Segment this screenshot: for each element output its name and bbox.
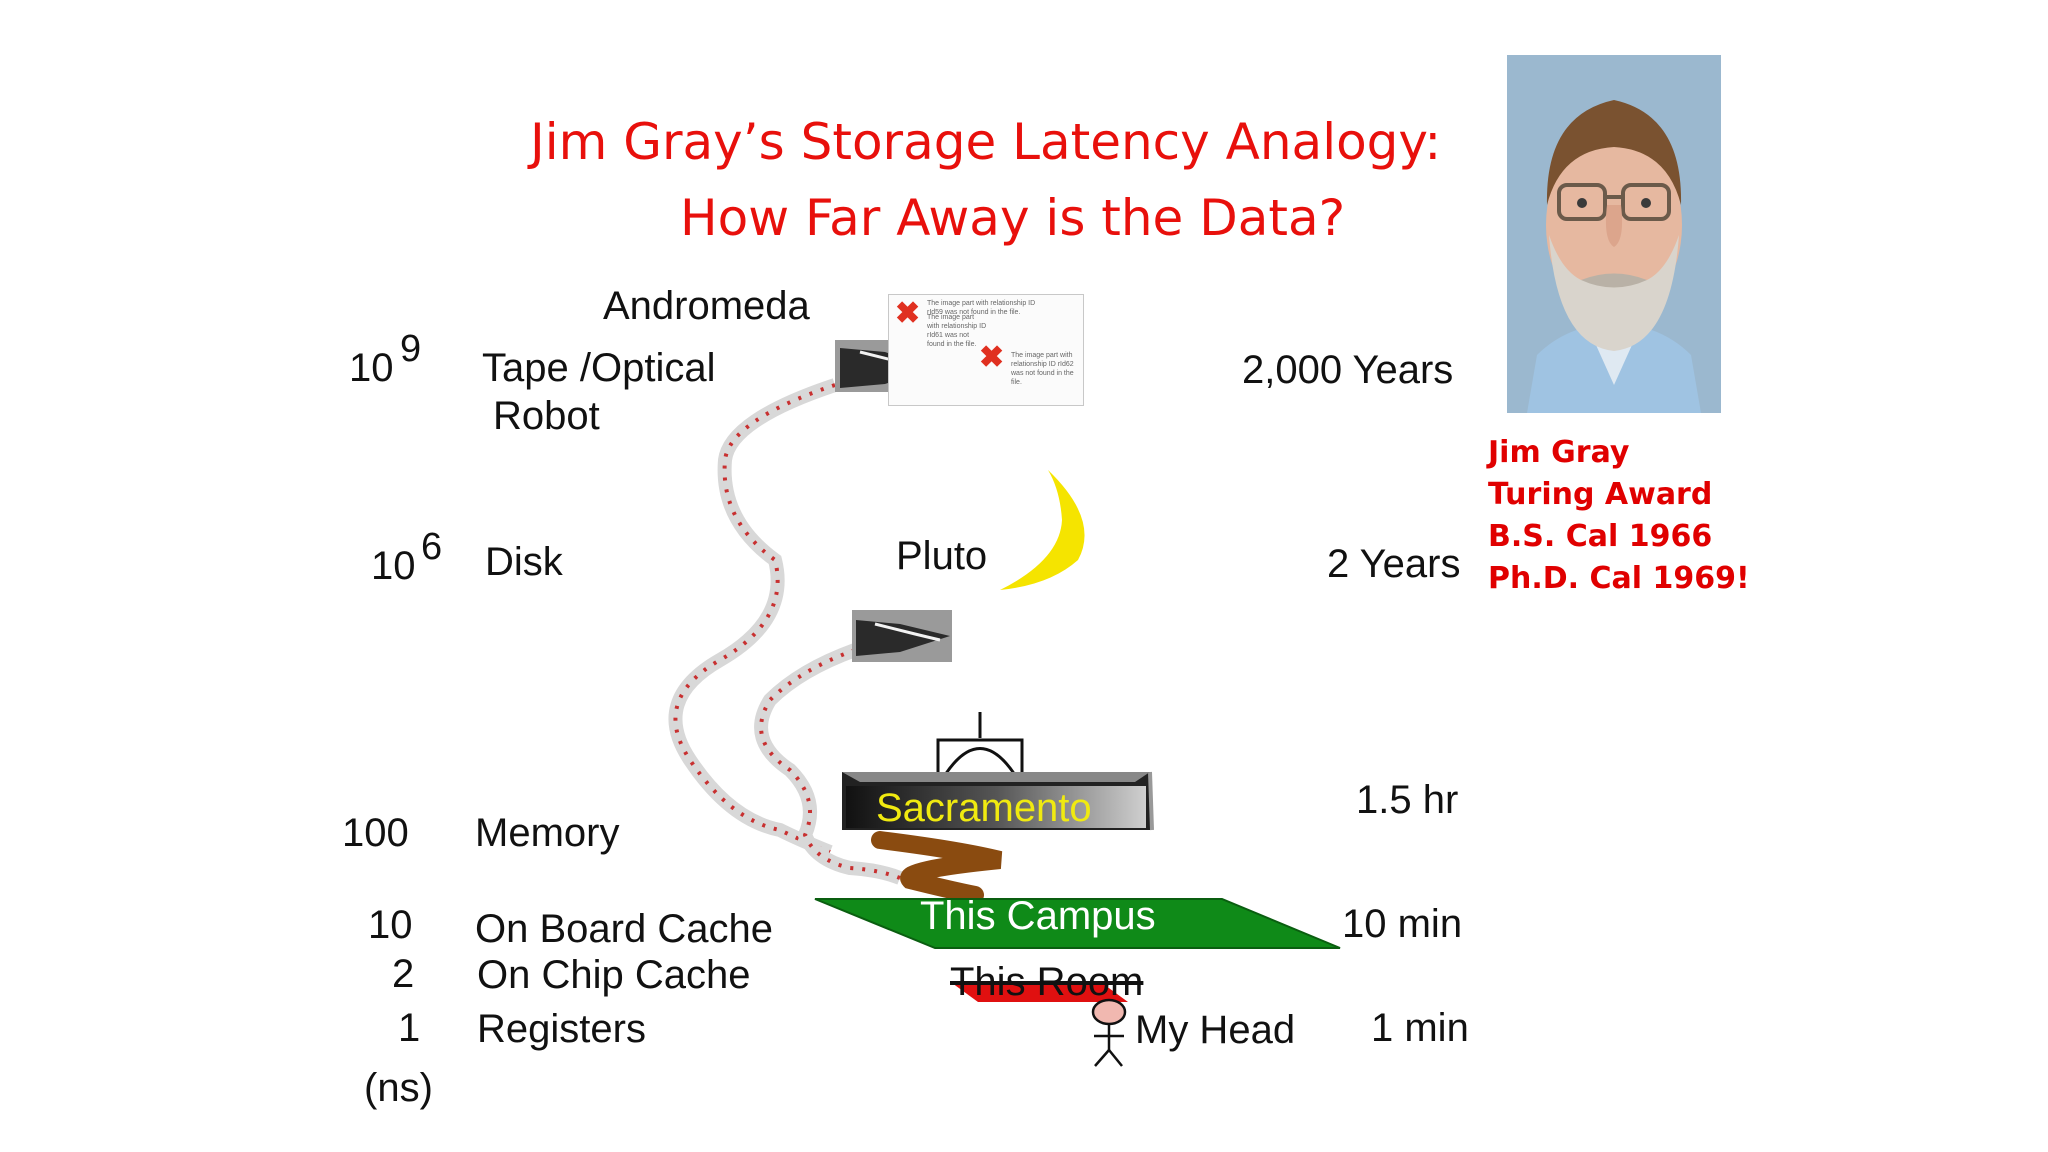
- broken-image-icon-2: ✖: [979, 343, 1004, 373]
- latency-memory: 100: [342, 811, 409, 856]
- level-onchip-cache: On Chip Cache: [477, 953, 750, 998]
- level-tape: Tape /Optical: [482, 346, 715, 391]
- latency-disk: 10: [371, 544, 416, 589]
- time-memory: 1.5 hr: [1356, 778, 1458, 823]
- path-tape-to-memory: [675, 385, 835, 852]
- analogy-pluto: Pluto: [896, 534, 987, 579]
- analogy-sacramento: Sacramento: [876, 786, 1092, 831]
- level-registers: Registers: [477, 1007, 646, 1052]
- latency-onboard: 10: [368, 903, 413, 948]
- person-icon: [1093, 1000, 1125, 1066]
- time-registers: 1 min: [1371, 1006, 1469, 1051]
- broken-image-msg-2: The image part with relationship ID rId6…: [927, 313, 987, 349]
- latency-disk-exponent: 6: [421, 526, 442, 569]
- latency-onchip: 2: [392, 952, 414, 997]
- latency-tape: 10: [349, 346, 394, 391]
- latency-tape-exponent: 9: [400, 328, 421, 371]
- time-onboard: 10 min: [1342, 902, 1462, 947]
- time-tape: 2,000 Years: [1242, 348, 1453, 393]
- analogy-my-head: My Head: [1135, 1008, 1295, 1053]
- time-disk: 2 Years: [1327, 542, 1460, 587]
- analogy-room: This Room: [950, 960, 1143, 1005]
- broken-image-placeholder: ✖ The image part with relationship ID rI…: [888, 294, 1084, 406]
- unit-label: (ns): [364, 1066, 433, 1111]
- shuttle-icon-pluto: [852, 610, 952, 662]
- analogy-campus: This Campus: [920, 894, 1156, 939]
- level-memory: Memory: [475, 811, 619, 856]
- broken-image-icon: ✖: [895, 299, 920, 329]
- analogy-andromeda: Andromeda: [603, 284, 810, 329]
- level-disk: Disk: [485, 540, 563, 585]
- broken-image-msg-3: The image part with relationship ID rId6…: [1011, 351, 1077, 387]
- road-icon: [880, 840, 1000, 895]
- level-tape-line2: Robot: [493, 394, 600, 439]
- level-onboard-cache: On Board Cache: [475, 907, 773, 952]
- latency-registers: 1: [398, 1006, 420, 1051]
- moon-icon: [1000, 470, 1085, 590]
